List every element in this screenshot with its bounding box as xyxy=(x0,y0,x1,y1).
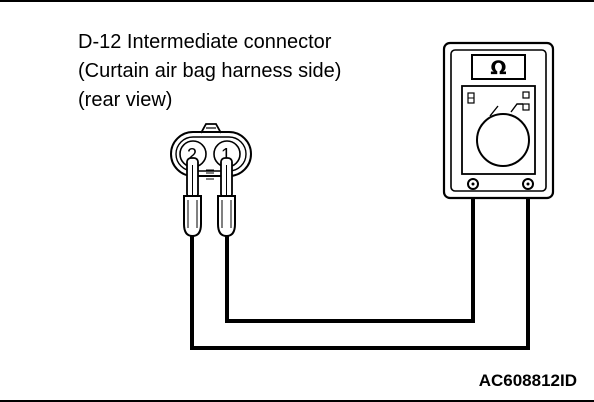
ohm-symbol: Ω xyxy=(490,57,506,79)
ohmmeter xyxy=(442,41,555,200)
probe-right xyxy=(217,157,236,238)
figure-code: AC608812ID xyxy=(478,371,577,390)
pin-1-label: 1 xyxy=(221,145,231,165)
connector-d12 xyxy=(170,123,252,180)
caption-line-view: (rear view) xyxy=(78,89,173,111)
pin-2-label: 2 xyxy=(187,145,197,165)
figure-caption: D-12 Intermediate connector (Curtain air… xyxy=(78,28,341,115)
caption-line-connector: D-12 Intermediate connector xyxy=(78,31,332,53)
probe-left xyxy=(183,157,202,238)
meter-terminal-left xyxy=(467,178,479,190)
caption-line-side: (Curtain air bag harness side) xyxy=(78,60,342,82)
test-leads xyxy=(190,186,530,350)
lead-pin2-to-meter xyxy=(190,186,530,350)
meter-terminal-right xyxy=(522,178,534,190)
lead-pin1-to-meter xyxy=(225,186,475,323)
